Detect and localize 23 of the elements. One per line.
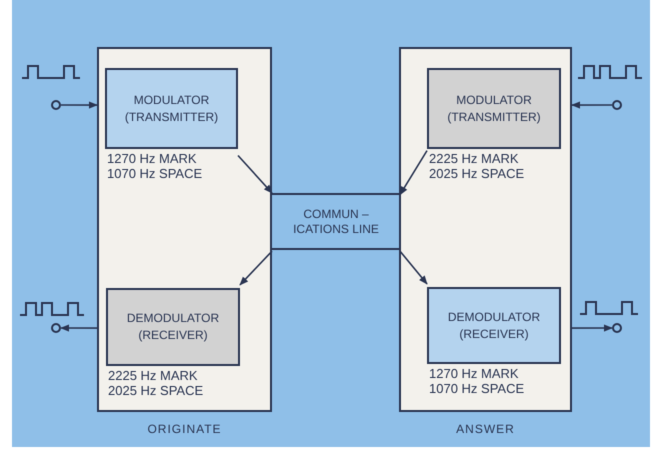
arrow	[399, 250, 428, 285]
arrow	[239, 250, 273, 286]
unit-box	[427, 68, 561, 149]
unit-box	[106, 288, 240, 366]
arrow	[399, 150, 428, 196]
unit-label: DEMODULATOR (RECEIVER)	[126, 310, 220, 344]
unit-label: DEMODULATOR (RECEIVER)	[446, 308, 542, 342]
arrow	[237, 154, 273, 194]
station-label: ANSWER	[455, 422, 516, 436]
station-label: ORIGINATE	[146, 422, 223, 436]
unit-label: MODULATOR (TRANSMITTER)	[124, 92, 220, 126]
arrow	[572, 324, 613, 332]
frequency-note: 1270 Hz MARK 1070 Hz SPACE	[107, 151, 204, 181]
arrow	[571, 101, 612, 109]
frequency-note: 2225 Hz MARK 2025 Hz SPACE	[429, 151, 526, 181]
unit-box	[427, 287, 561, 364]
frequency-note: 2225 Hz MARK 2025 Hz SPACE	[108, 368, 204, 398]
arrow	[61, 101, 98, 109]
unit-box	[105, 68, 238, 149]
frequency-note: 1270 Hz MARK 1070 Hz SPACE	[429, 366, 526, 396]
line-label: COMMUN – ICATIONS LINE	[292, 206, 380, 236]
arrow	[60, 324, 97, 332]
unit-label: MODULATOR (TRANSMITTER)	[446, 92, 542, 126]
